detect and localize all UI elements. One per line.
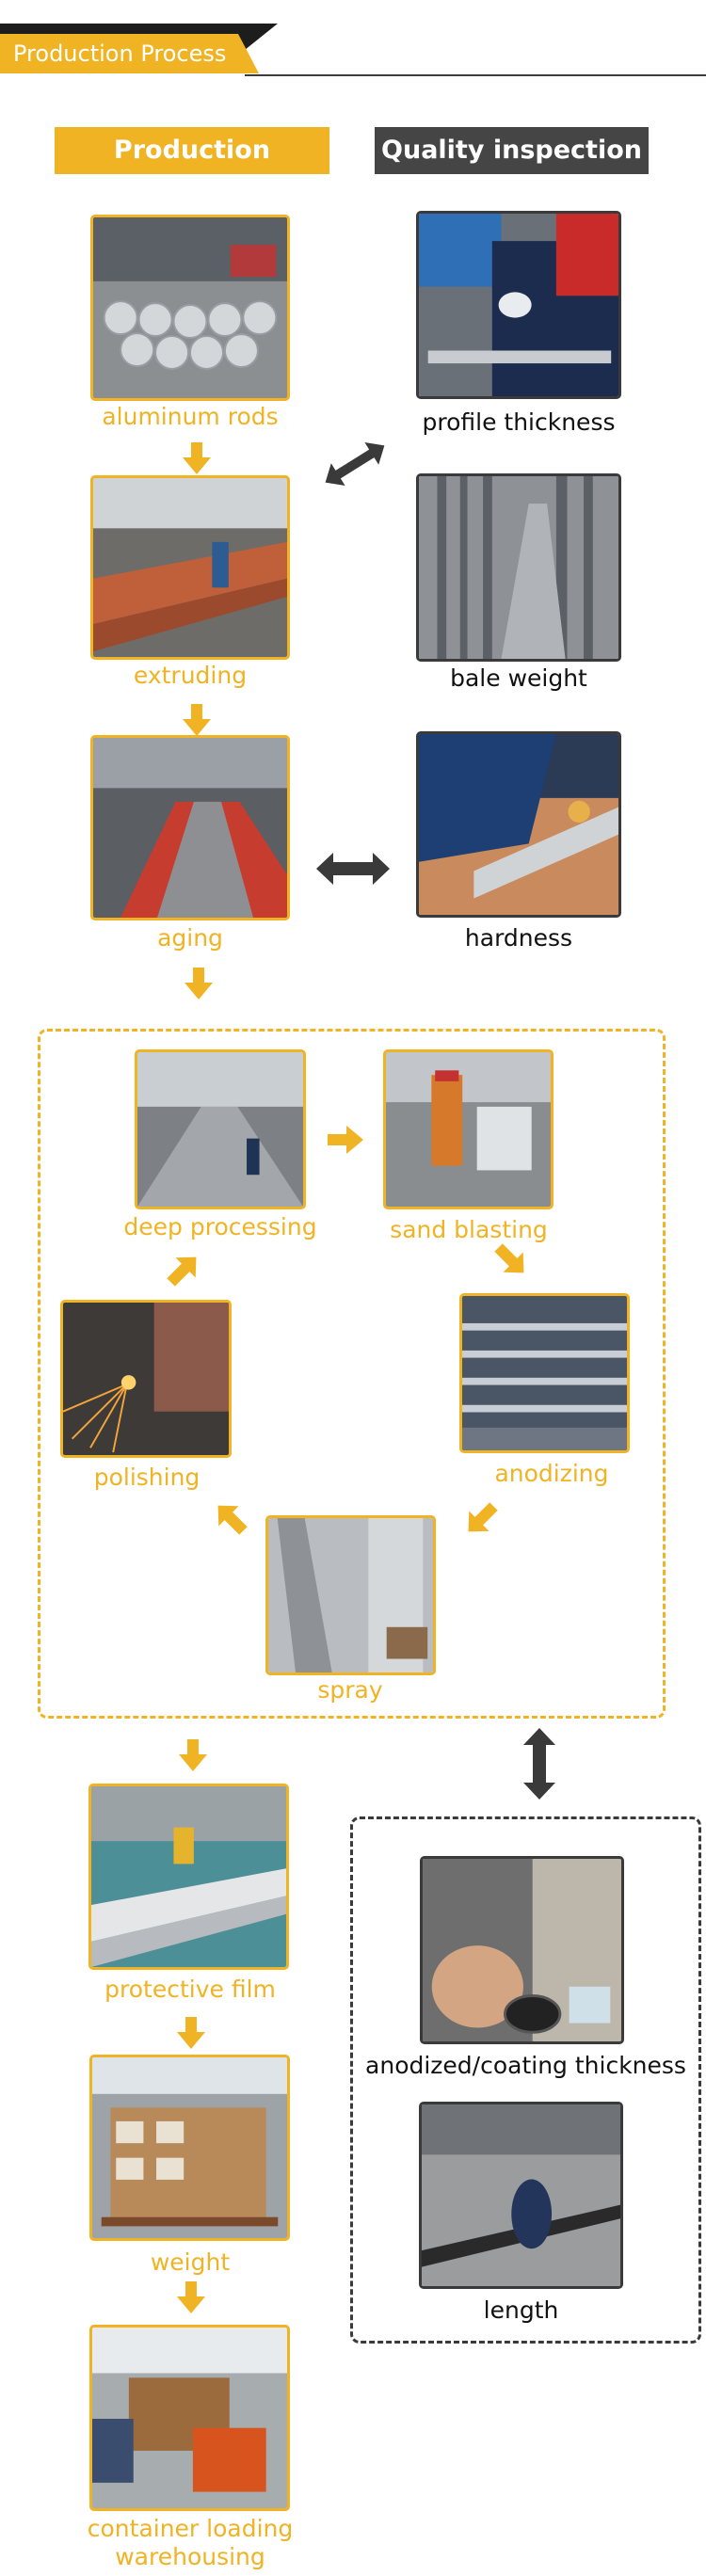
- header-rule: [245, 74, 706, 76]
- arrow-right-icon: [328, 1126, 363, 1154]
- check-caption: anodized/coating thickness: [360, 2052, 692, 2079]
- header-title: Production Process: [13, 38, 226, 70]
- step-caption: deep processing: [109, 1213, 331, 1240]
- sand-blasting-photo: [383, 1049, 554, 1209]
- bale-weight-photo: [416, 473, 621, 662]
- step-caption: extruding: [56, 662, 324, 689]
- arrow-down-left-icon: [463, 1501, 499, 1537]
- hardness-photo: [416, 731, 621, 918]
- container-loading-photo: [89, 2325, 290, 2511]
- step-caption: aluminum rods: [56, 403, 324, 430]
- aging-photo: [90, 735, 290, 920]
- arrow-down-icon: [177, 2017, 205, 2049]
- step-caption: aging: [56, 924, 324, 952]
- arrow-down-icon: [183, 704, 211, 736]
- check-caption: bale weight: [386, 664, 651, 692]
- check-caption: length: [395, 2296, 647, 2324]
- protective-film-photo: [88, 1784, 289, 1970]
- double-arrow-vertical-icon: [523, 1728, 555, 1800]
- extruding-photo: [90, 475, 290, 660]
- production-column-label: Production Process: [55, 127, 329, 174]
- double-arrow-icon: [320, 440, 390, 488]
- spray-photo: [265, 1515, 436, 1675]
- step-caption: warehousing: [56, 2543, 324, 2570]
- anodizing-photo: [459, 1293, 630, 1453]
- step-caption: container loading: [56, 2515, 324, 2542]
- profile-thickness-photo: [416, 211, 621, 399]
- step-caption: polishing: [38, 1464, 256, 1491]
- arrow-up-right-icon: [166, 1252, 201, 1288]
- coating-thickness-photo: [420, 1856, 624, 2044]
- step-caption: sand blasting: [358, 1216, 580, 1243]
- step-caption: weight: [56, 2248, 324, 2276]
- arrow-down-icon: [179, 1739, 207, 1771]
- step-caption: protective film: [56, 1976, 324, 2003]
- step-caption: spray: [239, 1676, 461, 1704]
- arrow-down-icon: [177, 2281, 205, 2313]
- aluminum-rods-photo: [90, 215, 290, 401]
- deep-processing-photo: [135, 1049, 306, 1209]
- check-caption: profile thickness: [386, 408, 651, 436]
- arrow-down-icon: [185, 968, 213, 1000]
- check-caption: hardness: [386, 924, 651, 952]
- quality-column-label: Quality inspection: [375, 127, 649, 174]
- arrow-up-left-icon: [213, 1500, 249, 1536]
- length-photo: [419, 2102, 623, 2289]
- double-arrow-icon: [316, 853, 390, 885]
- step-caption: anodizing: [441, 1460, 663, 1487]
- arrow-down-icon: [183, 442, 211, 474]
- weight-photo: [89, 2055, 290, 2241]
- arrow-down-right-icon: [493, 1242, 529, 1278]
- polishing-photo: [60, 1300, 232, 1458]
